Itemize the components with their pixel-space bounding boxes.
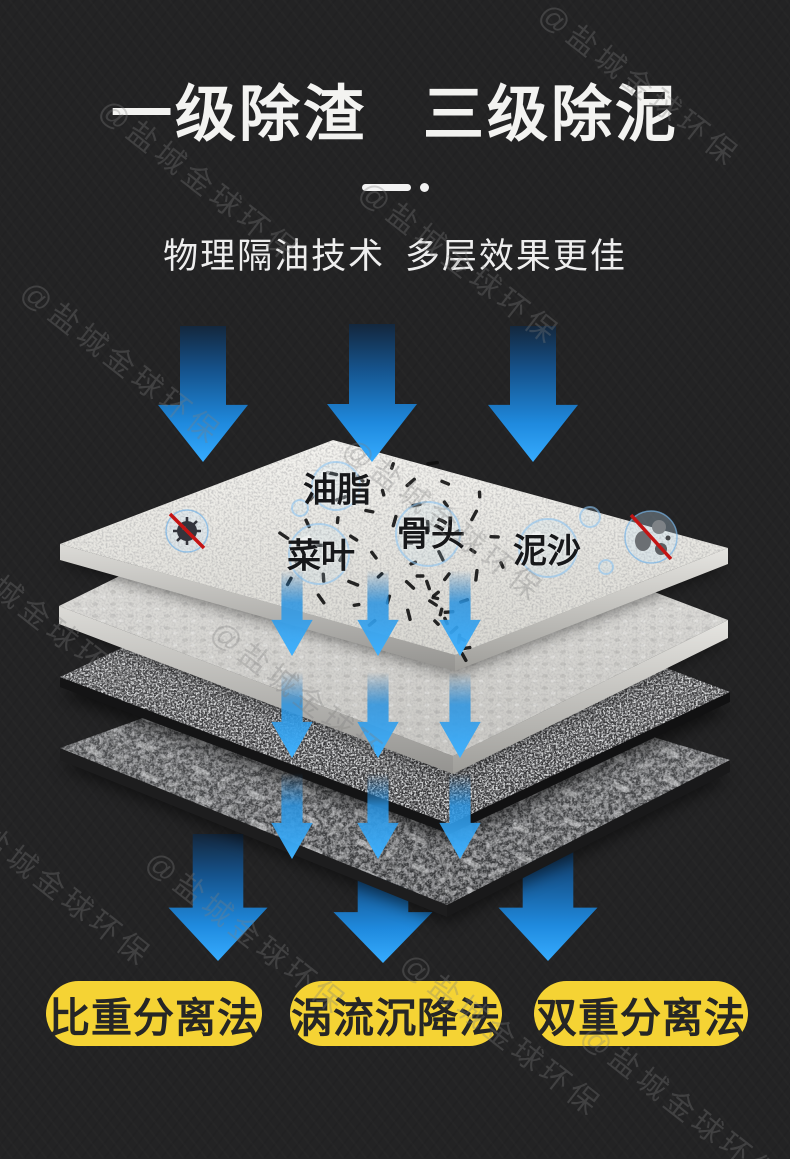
title-divider — [0, 183, 790, 192]
bubbles — [288, 461, 614, 585]
down-arrow-icon — [158, 326, 248, 462]
layer-fiber — [60, 440, 728, 673]
down-arrow-icon — [168, 834, 268, 961]
label-bone: 骨头 — [397, 515, 465, 554]
subtitle: 物理隔油技术 多层效果更佳 — [163, 237, 627, 276]
page-title: 一级除渣 三级除泥 — [111, 80, 679, 148]
down-arrow-icon — [488, 326, 578, 462]
badge-gravity-separation: 比重分离法 — [46, 981, 262, 1046]
down-arrow-icon — [327, 324, 417, 462]
divider-dot — [419, 183, 429, 192]
no-germ-icon — [624, 510, 678, 564]
badge-double-separation: 双重分离法 — [534, 981, 748, 1046]
label-grease: 油脂 — [303, 471, 371, 510]
divider-bar — [361, 184, 411, 191]
flow-arrows-top — [158, 324, 578, 462]
badge-vortex-sedimentation: 涡流沉降法 — [290, 981, 502, 1046]
label-vegetable: 菜叶 — [287, 537, 355, 576]
no-bacteria-icon — [165, 509, 209, 553]
label-sediment: 泥沙 — [513, 532, 581, 571]
